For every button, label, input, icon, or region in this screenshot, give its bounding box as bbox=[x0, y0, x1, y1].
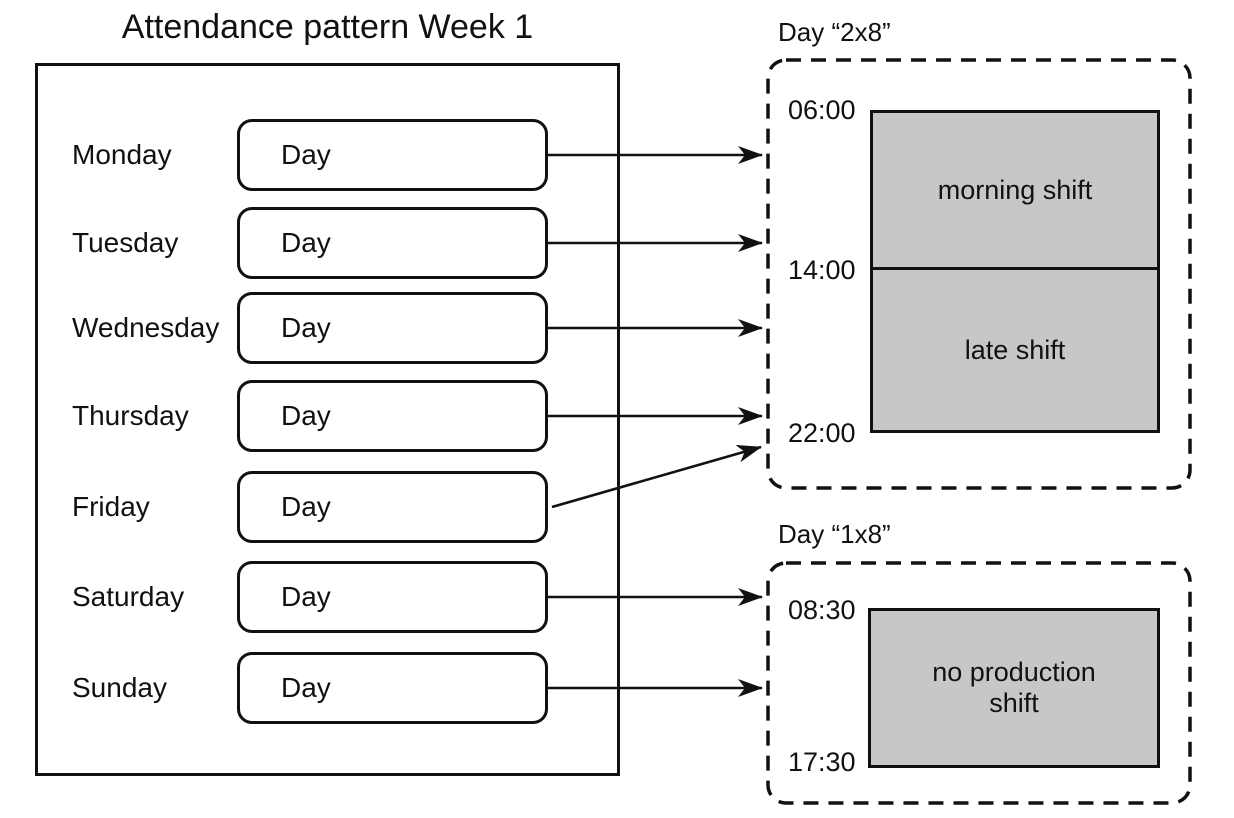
day-label-tuesday: Tuesday bbox=[72, 227, 179, 258]
time-label-0600: 06:00 bbox=[788, 95, 856, 125]
day-label-thursday: Thursday bbox=[72, 400, 189, 431]
shift-block-2x8: morning shift late shift bbox=[870, 110, 1160, 433]
day-box-friday: Day bbox=[237, 471, 548, 543]
day-box-label: Day bbox=[281, 227, 331, 258]
day-box-label: Day bbox=[281, 491, 331, 522]
day-box-monday: Day bbox=[237, 119, 548, 191]
day-box-saturday: Day bbox=[237, 561, 548, 633]
day-box-label: Day bbox=[281, 581, 331, 612]
week-pattern-box bbox=[35, 63, 620, 776]
day-box-label: Day bbox=[281, 312, 331, 343]
day-box-tuesday: Day bbox=[237, 207, 548, 279]
day-box-sunday: Day bbox=[237, 652, 548, 724]
late-shift-segment: late shift bbox=[873, 270, 1157, 430]
day-box-label: Day bbox=[281, 400, 331, 431]
day-box-thursday: Day bbox=[237, 380, 548, 452]
diagram-title: Attendance pattern Week 1 bbox=[121, 8, 534, 46]
day-box-label: Day bbox=[281, 139, 331, 170]
time-label-1400: 14:00 bbox=[788, 255, 856, 285]
day-label-sunday: Sunday bbox=[72, 672, 167, 703]
time-label-2200: 22:00 bbox=[788, 418, 856, 448]
morning-shift-segment: morning shift bbox=[873, 113, 1157, 270]
time-label-0830: 08:30 bbox=[788, 595, 856, 625]
day-label-friday: Friday bbox=[72, 491, 150, 522]
time-label-1730: 17:30 bbox=[788, 747, 856, 777]
day-label-wednesday: Wednesday bbox=[72, 312, 220, 343]
pattern-1x8-title: Day “1x8” bbox=[778, 519, 891, 549]
day-label-saturday: Saturday bbox=[72, 581, 185, 612]
morning-shift-label: morning shift bbox=[937, 174, 1093, 205]
late-shift-label: late shift bbox=[964, 334, 1066, 365]
day-box-label: Day bbox=[281, 672, 331, 703]
no-production-shift-block: no production shift bbox=[868, 608, 1160, 768]
pattern-2x8-title: Day “2x8” bbox=[778, 17, 891, 47]
day-box-wednesday: Day bbox=[237, 292, 548, 364]
no-production-shift-label: no production shift bbox=[932, 657, 1096, 718]
day-label-monday: Monday bbox=[72, 139, 172, 170]
